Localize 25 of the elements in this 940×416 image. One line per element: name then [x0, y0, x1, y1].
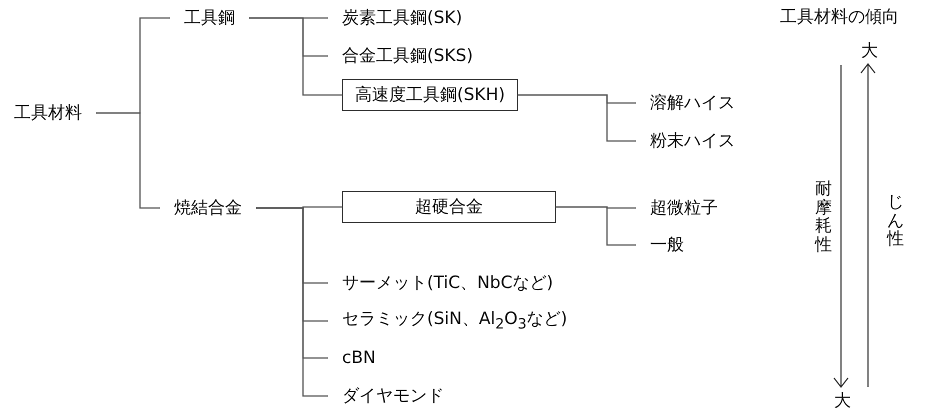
tree-connector — [249, 17, 342, 96]
scale-label: 大 — [861, 40, 878, 62]
axis-label: 耐摩耗性 — [815, 180, 832, 255]
category-box: 高速度工具鋼(SKH) — [342, 79, 518, 111]
category-box: 超硬合金 — [342, 191, 556, 223]
scale-label: 大 — [834, 390, 851, 412]
tree-connector — [96, 112, 160, 209]
tree-connector — [518, 94, 636, 142]
category-label: セラミック(SiN、Al$_{2}$O$_{3}$など) — [328, 306, 582, 336]
category-label: 一般 — [636, 233, 698, 257]
category-label: 炭素工具鋼(SK) — [328, 6, 476, 30]
category-label: サーメット(TiC、NbCなど) — [328, 271, 568, 295]
heading: 工具材料の傾向 — [780, 6, 899, 28]
category-label: 工具鋼 — [170, 6, 249, 30]
category-label: 工具材料 — [0, 101, 96, 125]
category-label: 超微粒子 — [636, 196, 732, 220]
axis-label: じん性 — [887, 193, 904, 250]
category-label: cBN — [328, 346, 390, 370]
category-label: 焼結合金 — [160, 196, 256, 220]
category-label: 溶解ハイス — [636, 91, 749, 115]
tree-connector — [256, 207, 328, 397]
tree-connector — [556, 206, 636, 246]
category-label: ダイヤモンド — [328, 384, 458, 408]
category-label: 合金工具鋼(SKS) — [328, 44, 487, 68]
category-label: 粉末ハイス — [636, 129, 749, 153]
